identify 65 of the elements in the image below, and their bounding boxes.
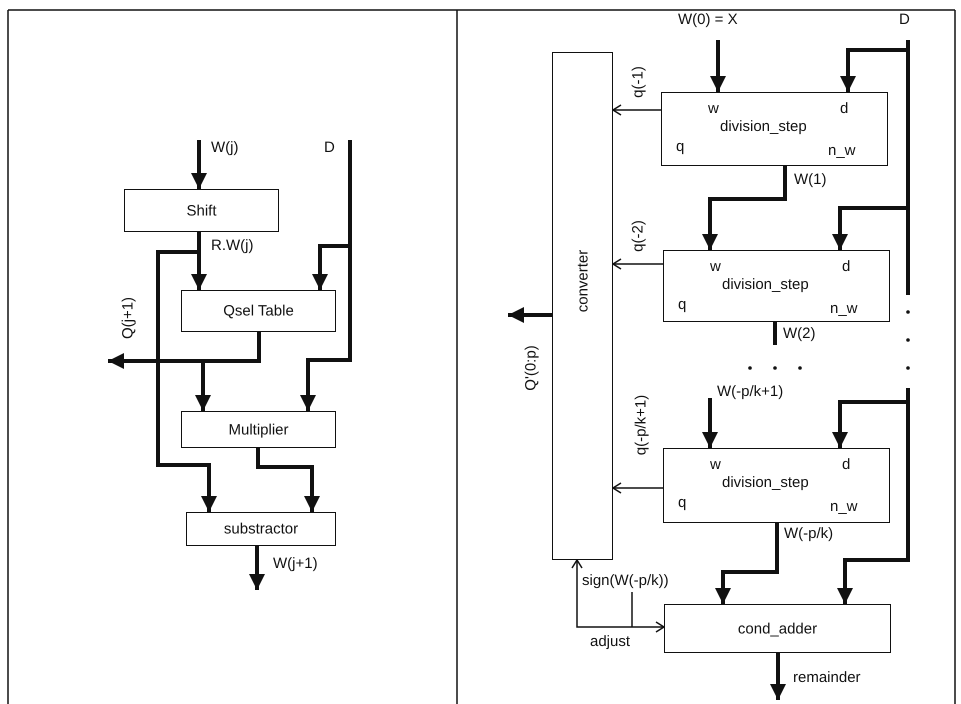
signal-label: remainder	[792, 670, 862, 685]
port-label: d	[840, 101, 848, 116]
port-label: n_w	[830, 301, 858, 316]
signal-label: sign(W(-p/k))	[581, 573, 670, 588]
arrow	[191, 140, 207, 189]
arrow	[508, 307, 552, 323]
block-title: converter	[575, 249, 590, 312]
port-label: d	[842, 457, 850, 472]
block-title: division_step	[722, 277, 809, 292]
division-step-block	[661, 92, 888, 166]
port-label: n_w	[828, 143, 856, 158]
signal-label: Q'(0:p)	[524, 344, 538, 392]
process-block	[664, 604, 891, 653]
signal-label: W(-p/k+1)	[716, 384, 784, 399]
process-block	[124, 189, 279, 232]
port-label: n_w	[830, 499, 858, 514]
block-title: Shift	[186, 203, 216, 218]
arrow	[300, 140, 352, 411]
arrow	[770, 653, 786, 700]
signal-label: W(j)	[210, 140, 240, 155]
block-title: Qsel Table	[223, 304, 294, 318]
arrow	[256, 448, 320, 512]
arrow	[837, 388, 910, 604]
signal-label: q(-1)	[630, 65, 646, 99]
signal-label: R.W(j)	[210, 238, 254, 253]
process-block	[186, 512, 336, 546]
signal-label: Q(j+1)	[120, 296, 136, 340]
division-step-block	[663, 250, 890, 322]
signal-label: q(-2)	[630, 219, 646, 253]
signal-label: W(1)	[793, 172, 828, 187]
port-label: w	[710, 259, 721, 274]
arrow	[715, 523, 779, 604]
signal-label: W(0) = X	[677, 12, 739, 27]
signal-line	[773, 322, 777, 345]
process-block	[181, 411, 336, 448]
arrow	[612, 482, 663, 494]
arrow	[702, 166, 787, 250]
arrow	[612, 104, 661, 116]
port-label: d	[842, 259, 850, 274]
signal-label: W(2)	[782, 326, 816, 341]
block-title: division_step	[722, 475, 809, 490]
port-label: q	[676, 139, 684, 154]
port-label: q	[678, 297, 686, 312]
signal-label: q(-p/k+1)	[634, 394, 648, 456]
block-title: division_step	[720, 119, 807, 134]
arrow	[710, 40, 726, 92]
block-title: cond_adder	[738, 621, 818, 636]
port-label: w	[708, 101, 719, 116]
signal-label: W(-p/k)	[783, 526, 834, 541]
signal-label: D	[323, 140, 336, 155]
block-title: substractor	[224, 522, 298, 536]
port-label: w	[710, 457, 721, 472]
arrow	[571, 559, 665, 633]
arrow	[612, 258, 663, 270]
signal-label: D	[898, 12, 911, 27]
arrow	[156, 232, 217, 512]
arrow	[702, 398, 718, 448]
signal-label: adjust	[589, 634, 632, 649]
division-step-block	[663, 448, 890, 523]
arrow	[249, 546, 265, 590]
block-title: Multiplier	[228, 422, 288, 437]
process-block	[552, 52, 613, 560]
port-label: q	[678, 495, 686, 510]
process-block	[181, 290, 336, 332]
signal-label: W(j+1)	[272, 556, 319, 571]
